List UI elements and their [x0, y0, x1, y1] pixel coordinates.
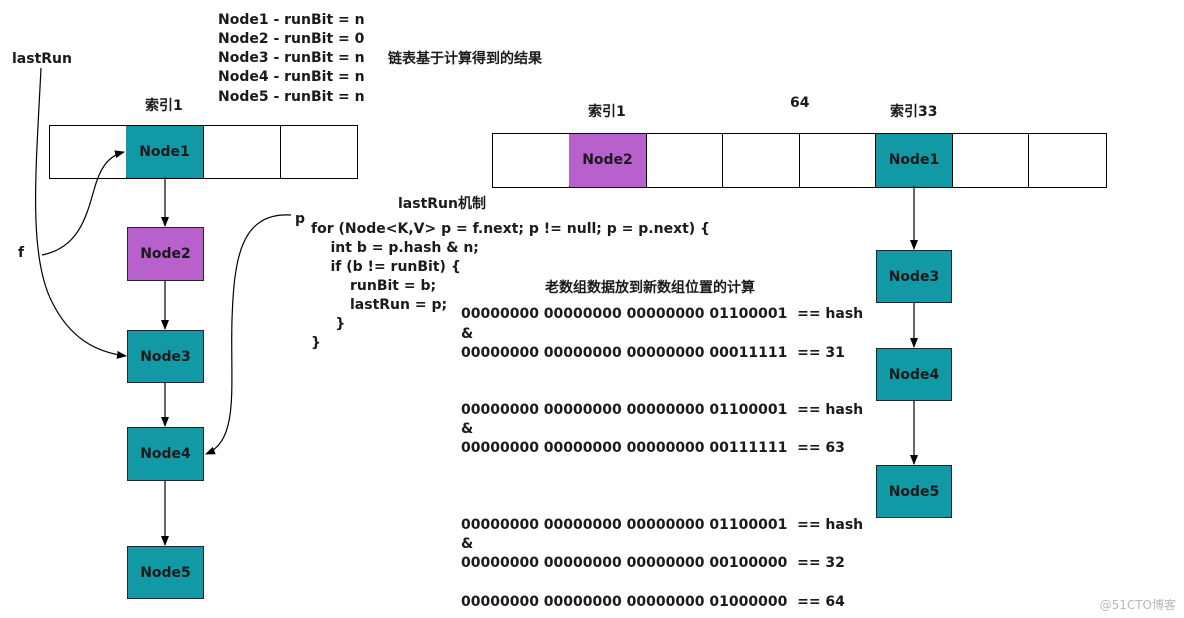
calc-line: 00000000 00000000 00000000 01100001 == h…	[461, 402, 864, 418]
calc-and: &	[461, 536, 474, 552]
p-label: p	[295, 211, 306, 227]
left-array-cell	[204, 126, 281, 178]
code-line-4: runBit = b;	[311, 278, 437, 294]
right-node4: Node4	[876, 348, 952, 401]
code-line-6: }	[311, 316, 346, 332]
calc-line: 00000000 00000000 00000000 00111111 == 6…	[461, 440, 845, 456]
calc-line: 00000000 00000000 00000000 01000000 == 6…	[461, 594, 845, 610]
left-node5: Node5	[127, 546, 204, 599]
code-line-5: lastRun = p;	[311, 297, 448, 313]
mechanism-title: lastRun机制	[398, 196, 486, 212]
runbit-caption: 链表基于计算得到的结果	[388, 51, 542, 67]
calc-line: 00000000 00000000 00000000 00100000 == 3…	[461, 555, 845, 571]
runbit-line-5: Node5 - runBit = n	[218, 89, 365, 105]
right-array-cell	[723, 134, 800, 187]
runbit-line-3: Node3 - runBit = n	[218, 50, 365, 66]
arrow-p-to-node4	[205, 214, 292, 455]
right-node3: Node3	[876, 250, 952, 303]
right-node1: Node1	[876, 134, 952, 186]
code-line-1: for (Node<K,V> p = f.next; p != null; p …	[311, 221, 711, 237]
left-node1: Node1	[126, 126, 203, 177]
right-index33-label: 索引33	[890, 104, 938, 120]
watermark: @51CTO博客	[1099, 598, 1176, 612]
arrow-lastrun-to-node3	[35, 67, 127, 359]
right-array-cell	[800, 134, 876, 187]
runbit-line-4: Node4 - runBit = n	[218, 69, 365, 85]
left-index-label: 索引1	[145, 98, 183, 114]
runbit-line-1: Node1 - runBit = n	[218, 12, 365, 28]
right-array-cell	[647, 134, 723, 187]
calc-line: 00000000 00000000 00000000 00011111 == 3…	[461, 345, 845, 361]
right-node2: Node2	[569, 134, 646, 186]
arrow-f-to-node1	[41, 150, 125, 256]
left-node3: Node3	[127, 330, 204, 383]
left-node4: Node4	[127, 427, 204, 481]
code-line-7: }	[311, 335, 321, 351]
runbit-line-2: Node2 - runBit = 0	[218, 31, 365, 47]
right-index1-label: 索引1	[588, 104, 626, 120]
right-array-cell	[953, 134, 1029, 187]
calc-line: 00000000 00000000 00000000 01100001 == h…	[461, 517, 864, 533]
code-line-3: if (b != runBit) {	[311, 259, 461, 275]
right-size-label: 64	[790, 95, 810, 111]
calc-line: 00000000 00000000 00000000 01100001 == h…	[461, 306, 864, 322]
calc-title: 老数组数据放到新数组位置的计算	[545, 280, 755, 296]
calc-and: &	[461, 326, 474, 342]
calc-and: &	[461, 421, 474, 437]
right-node5: Node5	[876, 465, 952, 518]
f-label: f	[18, 245, 25, 261]
left-node2: Node2	[127, 227, 204, 281]
lastrun-label: lastRun	[12, 51, 72, 67]
code-line-2: int b = p.hash & n;	[311, 240, 479, 256]
